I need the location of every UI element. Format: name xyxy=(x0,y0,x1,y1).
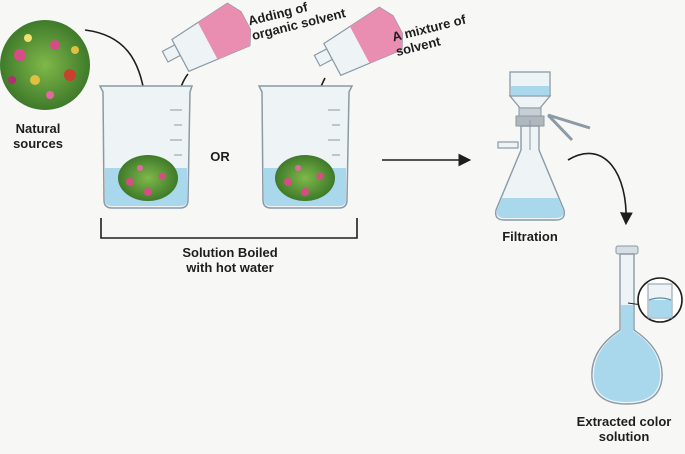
label-natural-sources: Natural sources xyxy=(6,121,70,152)
label-filtration: Filtration xyxy=(490,229,570,245)
arrow-to-flask xyxy=(567,152,633,226)
bracket xyxy=(100,218,358,239)
label-solution-boiled: Solution Boiled with hot water xyxy=(160,245,300,276)
plant-cluster-icon xyxy=(0,20,90,110)
solvent-bottle-icon xyxy=(161,2,251,73)
volumetric-flask-icon xyxy=(591,245,663,405)
label-extracted: Extracted color solution xyxy=(565,414,683,445)
label-extracted-line1: Extracted color xyxy=(576,414,672,429)
beaker-icon xyxy=(257,85,354,209)
label-extracted-line2: solution xyxy=(598,428,650,444)
filtration-flask-icon xyxy=(494,71,591,221)
label-natural-sources-line1: Natural xyxy=(15,121,61,136)
magnifier-icon xyxy=(627,277,683,323)
label-filtration-text: Filtration xyxy=(502,229,558,244)
label-solution-boiled-line1: Solution Boiled xyxy=(182,245,278,260)
label-natural-sources-line2: sources xyxy=(13,135,63,151)
beaker-icon xyxy=(98,85,194,209)
solvent-bottle-icon xyxy=(313,6,403,77)
label-solution-boiled-line2: with hot water xyxy=(186,259,274,275)
label-or: OR xyxy=(200,149,240,165)
label-or-text: OR xyxy=(210,149,230,164)
